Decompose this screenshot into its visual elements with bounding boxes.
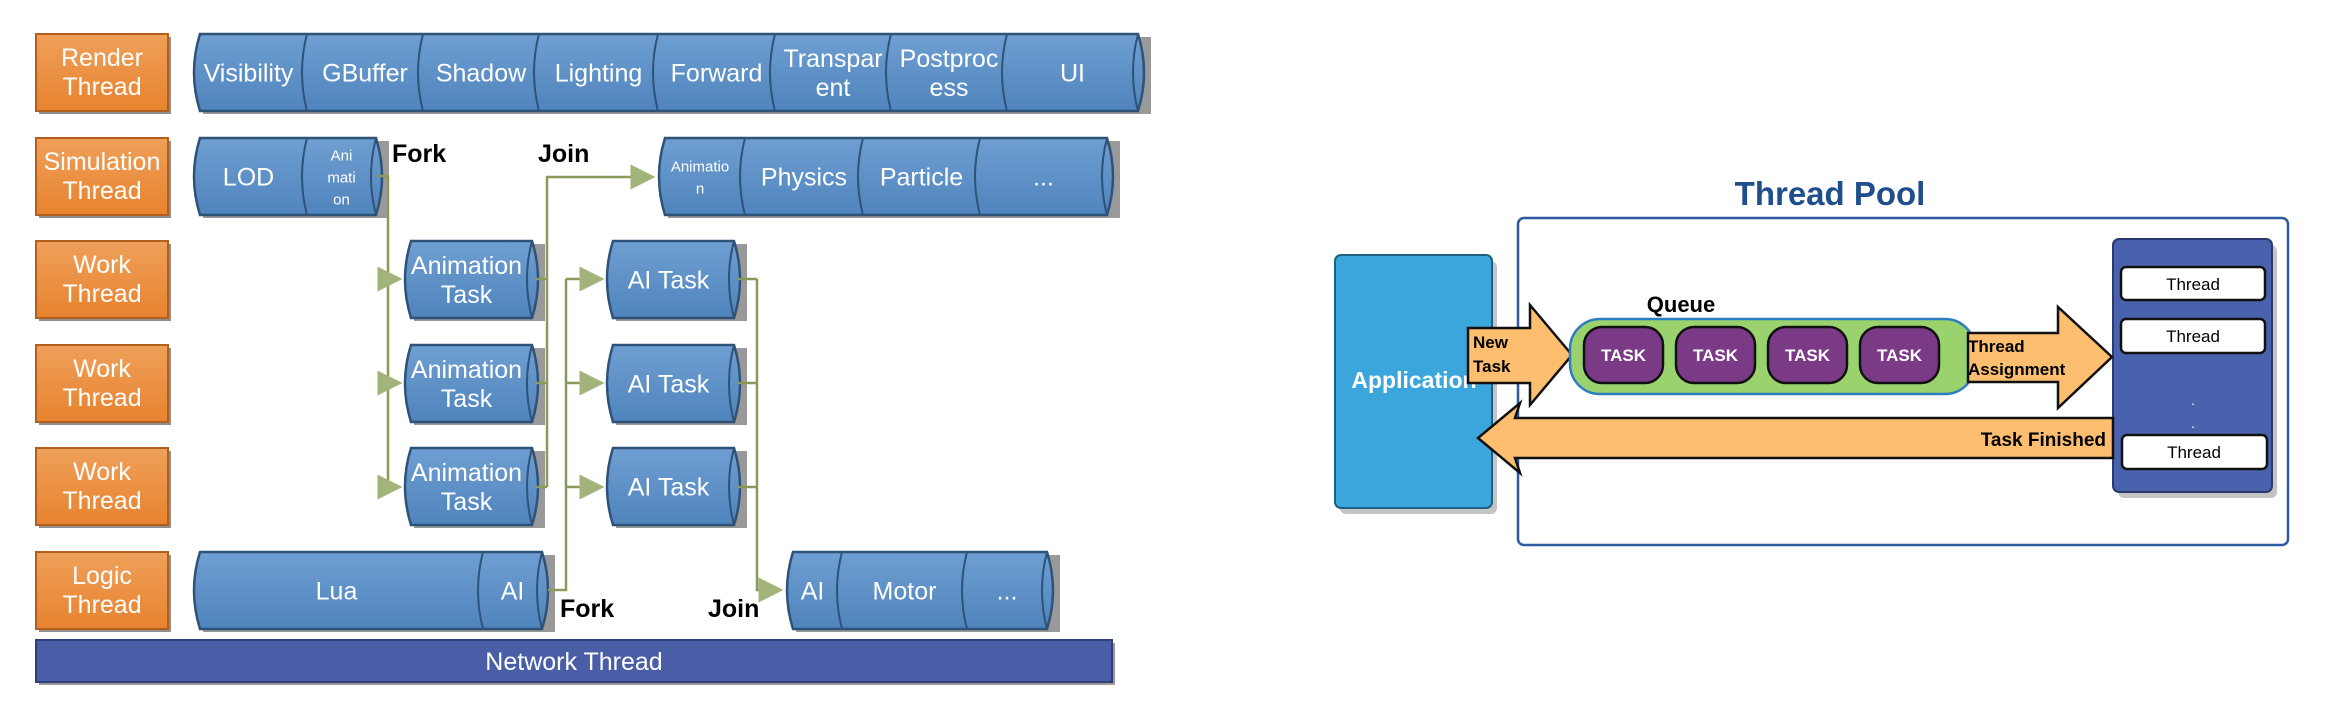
segment-label: ... — [997, 578, 1018, 606]
segment-label: AI Task — [628, 474, 710, 502]
thread-pool-diagram: Thread Pool Application Thread Thread . … — [1334, 175, 2290, 547]
queue-label: Queue — [1647, 292, 1715, 317]
queue-task: TASK — [1766, 325, 1849, 385]
segment-label: ... — [1033, 164, 1054, 192]
join-wire-animation — [536, 177, 653, 489]
task-finished-label: Task Finished — [1981, 430, 2106, 451]
segment-label: UI — [1060, 60, 1085, 88]
thread-ellipsis: . — [2191, 392, 2195, 408]
segment-label: AI Task — [628, 267, 710, 295]
logic-motor-bar: AI Motor... — [785, 550, 1060, 632]
segment-label: GBuffer — [322, 60, 408, 88]
task-finished-arrow — [1476, 399, 2115, 477]
fork-wire-animation — [378, 174, 390, 484]
join-label-top: Join — [538, 140, 589, 168]
thread-panel — [2112, 238, 2273, 493]
segment-label: AI — [801, 578, 825, 606]
fork-join-connectors — [377, 174, 781, 592]
svg-text:TASK: TASK — [1693, 346, 1739, 365]
segment-label: Lighting — [555, 60, 643, 88]
svg-text:Thread: Thread — [2166, 275, 2220, 294]
segment-label: LOD — [223, 164, 274, 192]
svg-text:TASK: TASK — [1785, 346, 1831, 365]
segment-label: Lua — [316, 578, 358, 606]
fork-wire-ai — [548, 279, 568, 592]
queue-task: TASK — [1858, 325, 1941, 385]
queue-task: TASK — [1582, 325, 1665, 385]
segment-label: AI Task — [628, 371, 710, 399]
network-thread-bar: Network Thread — [35, 639, 1115, 685]
fork-join-labels: Fork Join Fork Join — [392, 140, 759, 623]
thread-assignment-label: Thread Assignment — [1968, 337, 2066, 379]
join-label-bottom: Join — [708, 595, 759, 623]
thread-item: Thread — [2120, 433, 2269, 471]
segment-label: AI — [501, 578, 525, 606]
svg-text:Thread: Thread — [2166, 327, 2220, 346]
network-thread-label: Network Thread — [485, 648, 662, 676]
segment-label: Particle — [880, 164, 963, 192]
join-wire-ai — [738, 277, 781, 590]
application-label: Application — [1351, 367, 1476, 393]
segment-label: Shadow — [436, 60, 527, 88]
thread-pool-title: Thread Pool — [1735, 175, 1926, 212]
ai-task-bar: AI Task — [605, 239, 747, 321]
thread-assignment-arrow — [1966, 304, 2114, 411]
fork-label-top: Fork — [392, 140, 446, 168]
thread-item: Thread — [2119, 317, 2267, 355]
svg-text:TASK: TASK — [1601, 346, 1647, 365]
logic-lua-bar: Lua AI — [192, 550, 555, 632]
segment-label: Visibility — [204, 60, 294, 88]
segment-label: Physics — [761, 164, 847, 192]
thread-item: Thread — [2119, 265, 2267, 302]
render-thread-bar: Visibility GBuffer Shadow Lighting Forward Tr… — [192, 32, 1151, 114]
new-task-arrow — [1466, 301, 1574, 409]
ai-task-bar: AI Task — [605, 446, 747, 528]
new-task-label: New Task — [1473, 333, 1513, 376]
segment-label: Forward — [671, 60, 763, 88]
svg-text:Thread: Thread — [2167, 443, 2221, 462]
queue-task: TASK — [1674, 325, 1757, 385]
thread-ellipsis-2: . — [2191, 415, 2195, 431]
fork-label-bottom: Fork — [560, 595, 614, 623]
ai-task-bar: AI Task — [605, 343, 747, 425]
svg-text:TASK: TASK — [1877, 346, 1923, 365]
segment-label: Motor — [873, 578, 937, 606]
